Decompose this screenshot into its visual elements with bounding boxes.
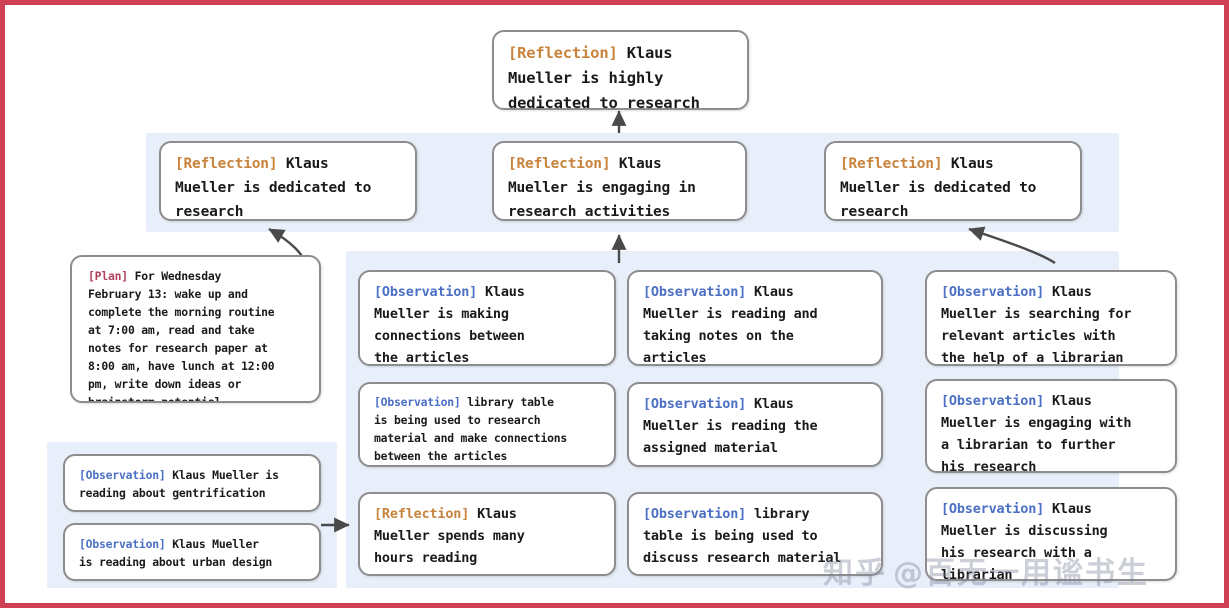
node-text: [Observation] library table is being use…: [374, 393, 606, 465]
node-text: [Reflection] Klaus Mueller is dedicated …: [840, 152, 1068, 220]
node-column-b-3[interactable]: [Reflection] Klaus Mueller spends many h…: [358, 492, 616, 576]
node-text: [Observation] Klaus Mueller is reading t…: [643, 393, 869, 459]
node-root-reflection[interactable]: [Reflection] Klaus Mueller is highly ded…: [492, 30, 749, 110]
node-text: [Observation] Klaus Mueller is discussin…: [941, 498, 1163, 581]
node-reflection-center[interactable]: [Reflection] Klaus Mueller is engaging i…: [492, 141, 747, 221]
node-text: [Reflection] Klaus Mueller spends many h…: [374, 503, 602, 569]
node-text: [Observation] Klaus Mueller is reading a…: [79, 466, 311, 502]
node-left-observation-2[interactable]: [Observation] Klaus Mueller is reading a…: [63, 523, 321, 581]
node-text: [Observation] Klaus Mueller is reading a…: [643, 281, 869, 366]
node-body: Klaus Mueller spends many hours reading: [374, 506, 525, 566]
tag-reflection: [Reflection]: [508, 156, 611, 172]
node-plan[interactable]: [Plan] For Wednesday February 13: wake u…: [70, 255, 321, 403]
node-column-d-1[interactable]: [Observation] Klaus Mueller is searching…: [925, 270, 1177, 366]
node-text: [Observation] Klaus Mueller is reading a…: [79, 535, 311, 571]
node-body: Klaus Mueller is dedicated to research: [175, 156, 372, 220]
node-body: library table is being used to discuss r…: [643, 506, 842, 566]
tag-observation: [Observation]: [941, 393, 1045, 409]
node-text: [Observation] Klaus Mueller is searching…: [941, 281, 1163, 366]
tag-plan: [Plan]: [88, 269, 128, 283]
node-body: Klaus Mueller is engaging with a librari…: [941, 393, 1132, 473]
node-text: [Observation] library table is being use…: [643, 503, 869, 569]
tag-observation: [Observation]: [374, 284, 478, 300]
node-body: Klaus Mueller is reading and taking note…: [643, 284, 818, 366]
node-text: [Reflection] Klaus Mueller is dedicated …: [175, 152, 403, 220]
node-column-d-2[interactable]: [Observation] Klaus Mueller is engaging …: [925, 379, 1177, 473]
node-text: [Reflection] Klaus Mueller is engaging i…: [508, 152, 733, 220]
node-text: [Observation] Klaus Mueller is making co…: [374, 281, 602, 366]
node-column-d-3[interactable]: [Observation] Klaus Mueller is discussin…: [925, 487, 1177, 581]
tag-observation: [Observation]: [79, 537, 166, 551]
node-body: Klaus Mueller is dedicated to research: [840, 156, 1037, 220]
tag-observation: [Observation]: [941, 284, 1045, 300]
node-body: Klaus Mueller is highly dedicated to res…: [508, 44, 700, 110]
node-body: Klaus Mueller is reading the assigned ma…: [643, 396, 818, 456]
tag-reflection: [Reflection]: [508, 44, 618, 62]
node-body: library table is being used to research …: [374, 395, 568, 463]
node-text: [Plan] For Wednesday February 13: wake u…: [88, 267, 309, 403]
node-text: [Observation] Klaus Mueller is engaging …: [941, 390, 1163, 473]
tag-reflection: [Reflection]: [840, 156, 943, 172]
node-reflection-left[interactable]: [Reflection] Klaus Mueller is dedicated …: [159, 141, 417, 221]
node-body: Klaus Mueller is searching for relevant …: [941, 284, 1132, 366]
node-column-c-3[interactable]: [Observation] library table is being use…: [627, 492, 883, 576]
tag-reflection: [Reflection]: [175, 156, 278, 172]
node-body: For Wednesday February 13: wake up and c…: [88, 269, 275, 403]
tag-observation: [Observation]: [941, 501, 1045, 517]
node-column-c-2[interactable]: [Observation] Klaus Mueller is reading t…: [627, 382, 883, 467]
tag-reflection: [Reflection]: [374, 506, 470, 522]
tag-observation: [Observation]: [643, 284, 747, 300]
tag-observation: [Observation]: [374, 395, 461, 409]
node-text: [Reflection] Klaus Mueller is highly ded…: [508, 41, 735, 110]
node-left-observation-1[interactable]: [Observation] Klaus Mueller is reading a…: [63, 454, 321, 512]
node-column-b-1[interactable]: [Observation] Klaus Mueller is making co…: [358, 270, 616, 366]
node-body: Klaus Mueller is reading about urban des…: [79, 537, 273, 569]
node-reflection-right[interactable]: [Reflection] Klaus Mueller is dedicated …: [824, 141, 1082, 221]
tag-observation: [Observation]: [643, 506, 747, 522]
node-body: Klaus Mueller is discussing his research…: [941, 501, 1108, 581]
tag-observation: [Observation]: [79, 468, 166, 482]
tag-observation: [Observation]: [643, 396, 747, 412]
node-column-b-2[interactable]: [Observation] library table is being use…: [358, 382, 616, 467]
node-body: Klaus Mueller is making connections betw…: [374, 284, 525, 366]
node-body: Klaus Mueller is engaging in research ac…: [508, 156, 696, 220]
node-body: Klaus Mueller is reading about gentrific…: [79, 468, 279, 500]
node-column-c-1[interactable]: [Observation] Klaus Mueller is reading a…: [627, 270, 883, 366]
